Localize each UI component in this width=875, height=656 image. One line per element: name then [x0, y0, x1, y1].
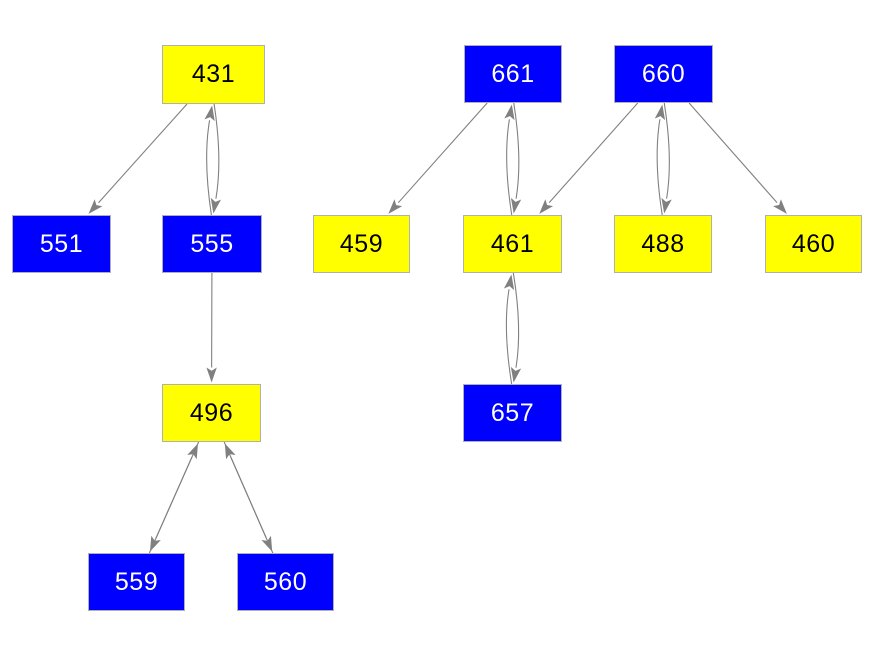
- graph-edge-660-to-460: [688, 102, 778, 203]
- graph-edge-661-to-459: [397, 102, 488, 204]
- graph-edge-arrowhead-661-to-459: [388, 199, 403, 214]
- graph-edge-arrowhead-496-to-560: [261, 535, 273, 552]
- graph-edge-arrowhead-431-to-555: [210, 197, 222, 214]
- graph-edge-660-to-461: [548, 102, 639, 204]
- graph-edge-arrowhead-555-to-431: [204, 105, 215, 122]
- graph-node-label: 488: [641, 229, 685, 258]
- graph-node-551[interactable]: 551: [12, 215, 111, 273]
- graph-edge-arrowhead-660-to-460: [773, 199, 787, 214]
- graph-edge-555-to-431: [206, 120, 212, 216]
- graph-node-496[interactable]: 496: [162, 384, 261, 442]
- graph-node-label: 459: [339, 229, 384, 258]
- graph-node-559[interactable]: 559: [88, 553, 185, 611]
- graph-node-555[interactable]: 555: [162, 215, 262, 273]
- graph-edge-arrowhead-560-to-496: [224, 443, 236, 460]
- graph-edge-arrowhead-496-to-559: [149, 535, 161, 552]
- graph-node-label: 657: [490, 398, 535, 427]
- graph-edge-461-to-661: [506, 119, 513, 216]
- graph-edge-661-to-461: [513, 102, 520, 199]
- graph-node-label: 551: [39, 229, 84, 258]
- graph-node-459[interactable]: 459: [313, 215, 410, 273]
- graph-edge-arrowhead-461-to-661: [504, 104, 515, 121]
- graph-edge-arrowhead-461-to-657: [510, 366, 522, 383]
- graph-node-label: 560: [263, 567, 308, 596]
- graph-edge-431-to-555: [213, 103, 220, 199]
- graph-edge-657-to-461: [505, 289, 513, 385]
- graph-node-488[interactable]: 488: [614, 215, 712, 273]
- graph-node-label: 660: [641, 59, 686, 88]
- graph-node-label: 431: [191, 60, 236, 88]
- graph-node-431[interactable]: 431: [162, 45, 265, 104]
- graph-edge-arrowhead-555-to-496: [206, 367, 217, 383]
- graph-edge-488-to-660: [656, 119, 663, 216]
- graph-edge-arrowhead-431-to-551: [88, 199, 103, 214]
- graph-node-label: 661: [491, 59, 535, 88]
- graph-node-560[interactable]: 560: [237, 553, 334, 611]
- graph-edge-560-to-496: [230, 456, 274, 554]
- graph-node-label: 461: [490, 229, 535, 258]
- graph-edge-arrowhead-660-to-488: [661, 197, 672, 214]
- graph-edge-559-to-496: [148, 456, 193, 554]
- graph-node-657[interactable]: 657: [463, 384, 562, 442]
- graph-edge-431-to-551: [98, 103, 188, 204]
- graph-edge-arrowhead-657-to-461: [503, 274, 515, 291]
- graph-node-label: 555: [190, 229, 234, 258]
- graph-edge-461-to-657: [512, 272, 520, 368]
- graph-node-label: 559: [114, 567, 159, 596]
- graph-node-661[interactable]: 661: [464, 45, 562, 103]
- graph-node-660[interactable]: 660: [614, 45, 713, 103]
- graph-node-label: 460: [791, 229, 836, 258]
- graph-edge-660-to-488: [663, 102, 670, 199]
- graph-edge-arrowhead-660-to-461: [539, 199, 554, 214]
- graph-edge-arrowhead-559-to-496: [187, 443, 199, 460]
- graph-edge-arrowhead-661-to-461: [510, 197, 522, 214]
- graph-node-460[interactable]: 460: [765, 215, 862, 273]
- graph-node-label: 496: [189, 398, 234, 427]
- graph-edge-arrowhead-488-to-660: [654, 104, 666, 121]
- graph-node-461[interactable]: 461: [463, 215, 562, 273]
